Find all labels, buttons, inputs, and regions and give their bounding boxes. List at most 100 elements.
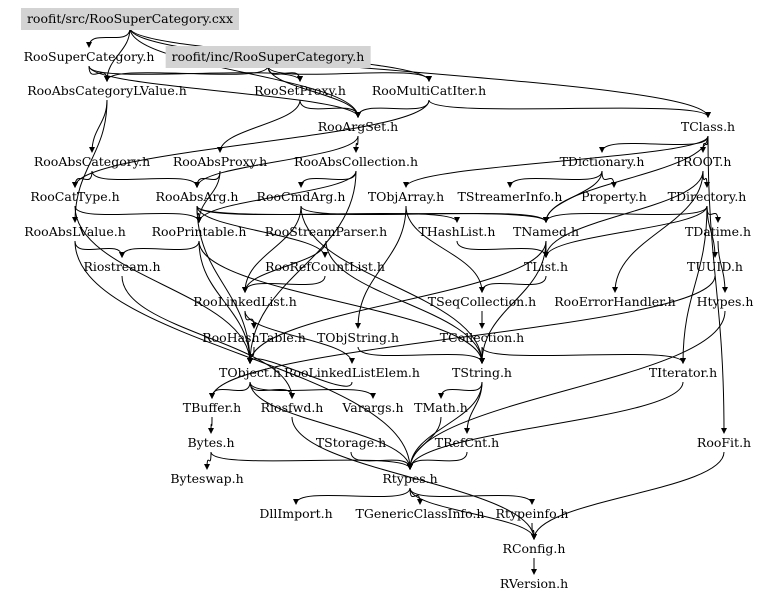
arrowhead-icon (194, 182, 200, 188)
node-tstring[interactable]: TString.h (452, 365, 512, 380)
arrowhead-icon (289, 393, 295, 399)
node-tdictionary[interactable]: TDictionary.h (559, 154, 645, 169)
edge-tobject-to-rtypes (249, 381, 411, 470)
node-rconfig[interactable]: RConfig.h (502, 541, 566, 556)
edge-rtypes-to-rtypeinfo (409, 487, 533, 505)
node-titerator[interactable]: TIterator.h (648, 365, 718, 380)
node-dllimport[interactable]: DllImport.h (259, 506, 333, 521)
node-rtypeinfo[interactable]: Rtypeinfo.h (495, 506, 569, 521)
node-roohashtable[interactable]: RooHashTable.h (202, 330, 306, 345)
arrowhead-icon (479, 287, 485, 293)
node-rooargset[interactable]: RooArgSet.h (317, 119, 399, 134)
edge-rooabsarg-to-tobject (196, 205, 251, 364)
edge-tdictionary-to-tstreamerinfo (509, 170, 603, 188)
node-htypes[interactable]: Htypes.h (696, 294, 754, 309)
arrowhead-icon (721, 428, 727, 434)
arrowhead-icon (355, 323, 361, 329)
edge-roosetproxy-to-rooabsproxy (219, 99, 301, 153)
arrowhead-icon (454, 217, 460, 223)
node-riostream[interactable]: Riostream.h (83, 259, 161, 274)
arrowhead-icon (529, 499, 535, 505)
edge-rooabscategory-to-rooabsarg (91, 170, 198, 188)
arrowhead-icon (119, 252, 125, 258)
node-roocattype[interactable]: RooCatType.h (30, 189, 120, 204)
node-roorefcountlist[interactable]: RooRefCountList.h (265, 259, 385, 274)
node-roolinkedlistelem[interactable]: RooLinkedListElem.h (284, 365, 420, 380)
edge-tdirectory-to-tnamed (545, 205, 708, 223)
node-tgenericclassinfo[interactable]: TGenericClassInfo.h (355, 506, 485, 521)
node-tlist[interactable]: TList.h (523, 259, 569, 274)
edge-roomulticatiter-to-tclass (428, 99, 709, 118)
arrowhead-icon (355, 112, 361, 118)
arrowhead-icon (89, 147, 95, 153)
node-roomulticatiter[interactable]: RooMultiCatIter.h (371, 83, 487, 98)
node-roofit[interactable]: RooFit.h (696, 435, 752, 450)
edge-rooprintable-to-tstring (198, 240, 483, 364)
edge-roostreamparser-to-roolinkedlist (244, 240, 327, 293)
node-tcollection[interactable]: TCollection.h (439, 330, 525, 345)
edge-rooprintable-to-riostream (121, 240, 200, 258)
node-thashlist[interactable]: THashList.h (418, 224, 496, 239)
edge-tmath-to-rtypes (409, 416, 442, 470)
node-tbuffer[interactable]: TBuffer.h (182, 400, 242, 415)
node-rooabsarg[interactable]: RooAbsArg.h (155, 189, 239, 204)
node-roocmdarg[interactable]: RooCmdArg.h (256, 189, 346, 204)
edge-roorefcountlist-to-roolinkedlist (244, 275, 326, 293)
node-roosetproxy[interactable]: RooSetProxy.h (254, 83, 346, 98)
node-tstreamerinfo[interactable]: TStreamerInfo.h (457, 189, 563, 204)
node-rversion[interactable]: RVersion.h (499, 576, 569, 591)
node-troot[interactable]: TROOT.h (674, 154, 732, 169)
node-rooabscategory[interactable]: RooAbsCategory.h (33, 154, 151, 169)
node-tobjstring[interactable]: TObjString.h (316, 330, 400, 345)
node-tuuid[interactable]: TUUID.h (687, 259, 743, 274)
node-inc[interactable]: roofit/inc/RooSuperCategory.h (165, 46, 371, 68)
node-bytes[interactable]: Bytes.h (187, 435, 235, 450)
node-rooabsproxy[interactable]: RooAbsProxy.h (172, 154, 268, 169)
node-byteswap[interactable]: Byteswap.h (170, 471, 244, 486)
node-tobject[interactable]: TObject.h (219, 365, 281, 380)
node-tseqcollection[interactable]: TSeqCollection.h (427, 294, 537, 309)
edge-roofit-to-rconfig (533, 451, 725, 540)
node-rooerrorhandler[interactable]: RooErrorHandler.h (554, 294, 676, 309)
edge-rooabscategorylvalue-to-rooabslvalue (74, 99, 108, 223)
edge-troot-to-rooerrorhandler (614, 170, 704, 293)
node-roosupercategory[interactable]: RooSuperCategory.h (23, 49, 155, 64)
edge-tdatime-to-htypes (717, 240, 726, 293)
edge-tuuid-to-tbuffer (211, 275, 716, 399)
node-varargs[interactable]: Varargs.h (342, 400, 404, 415)
arrowhead-icon (251, 323, 257, 329)
node-property[interactable]: Property.h (581, 189, 647, 204)
arrowhead-icon (479, 323, 485, 329)
node-roolinkedlist[interactable]: RooLinkedList.h (193, 294, 297, 309)
edge-tdictionary-to-tnamed (545, 170, 603, 223)
node-tdatime[interactable]: TDatime.h (684, 224, 752, 239)
edge-rooabsarg-to-tnamed (196, 205, 547, 223)
node-tclass[interactable]: TClass.h (680, 119, 736, 134)
node-src[interactable]: roofit/src/RooSuperCategory.cxx (20, 8, 240, 30)
edge-rooabscollection-to-tobject (249, 170, 357, 364)
node-tobjarray[interactable]: TObjArray.h (367, 189, 445, 204)
node-tnamed[interactable]: TNamed.h (512, 224, 580, 239)
edge-trefcnt-to-rtypes (409, 451, 468, 470)
node-roostreamparser[interactable]: RooStreamParser.h (264, 224, 388, 239)
node-rtypes[interactable]: Rtypes.h (382, 471, 438, 486)
node-rooabscollection[interactable]: RooAbsCollection.h (293, 154, 419, 169)
edge-tobject-to-tbuffer (211, 381, 251, 399)
edge-titerator-to-rtypes (409, 381, 684, 470)
arrowhead-icon (247, 358, 253, 364)
node-tmath[interactable]: TMath.h (414, 400, 468, 415)
node-rooabscategorylvalue[interactable]: RooAbsCategoryLValue.h (27, 83, 187, 98)
node-tdirectory[interactable]: TDirectory.h (667, 189, 747, 204)
edge-thashlist-to-tlist (456, 240, 547, 258)
edge-src-to-tclass (129, 27, 709, 118)
arrowhead-icon (204, 464, 210, 470)
node-riosfwd[interactable]: Riosfwd.h (260, 400, 324, 415)
node-tstorage[interactable]: TStorage.h (315, 435, 387, 450)
node-rooprintable[interactable]: RooPrintable.h (151, 224, 247, 239)
node-trefcnt[interactable]: TRefCnt.h (434, 435, 500, 450)
arrowhead-icon (417, 499, 423, 505)
edge-tdirectory-to-tlist (545, 205, 708, 258)
node-rooabslvalue[interactable]: RooAbsLValue.h (24, 224, 126, 239)
